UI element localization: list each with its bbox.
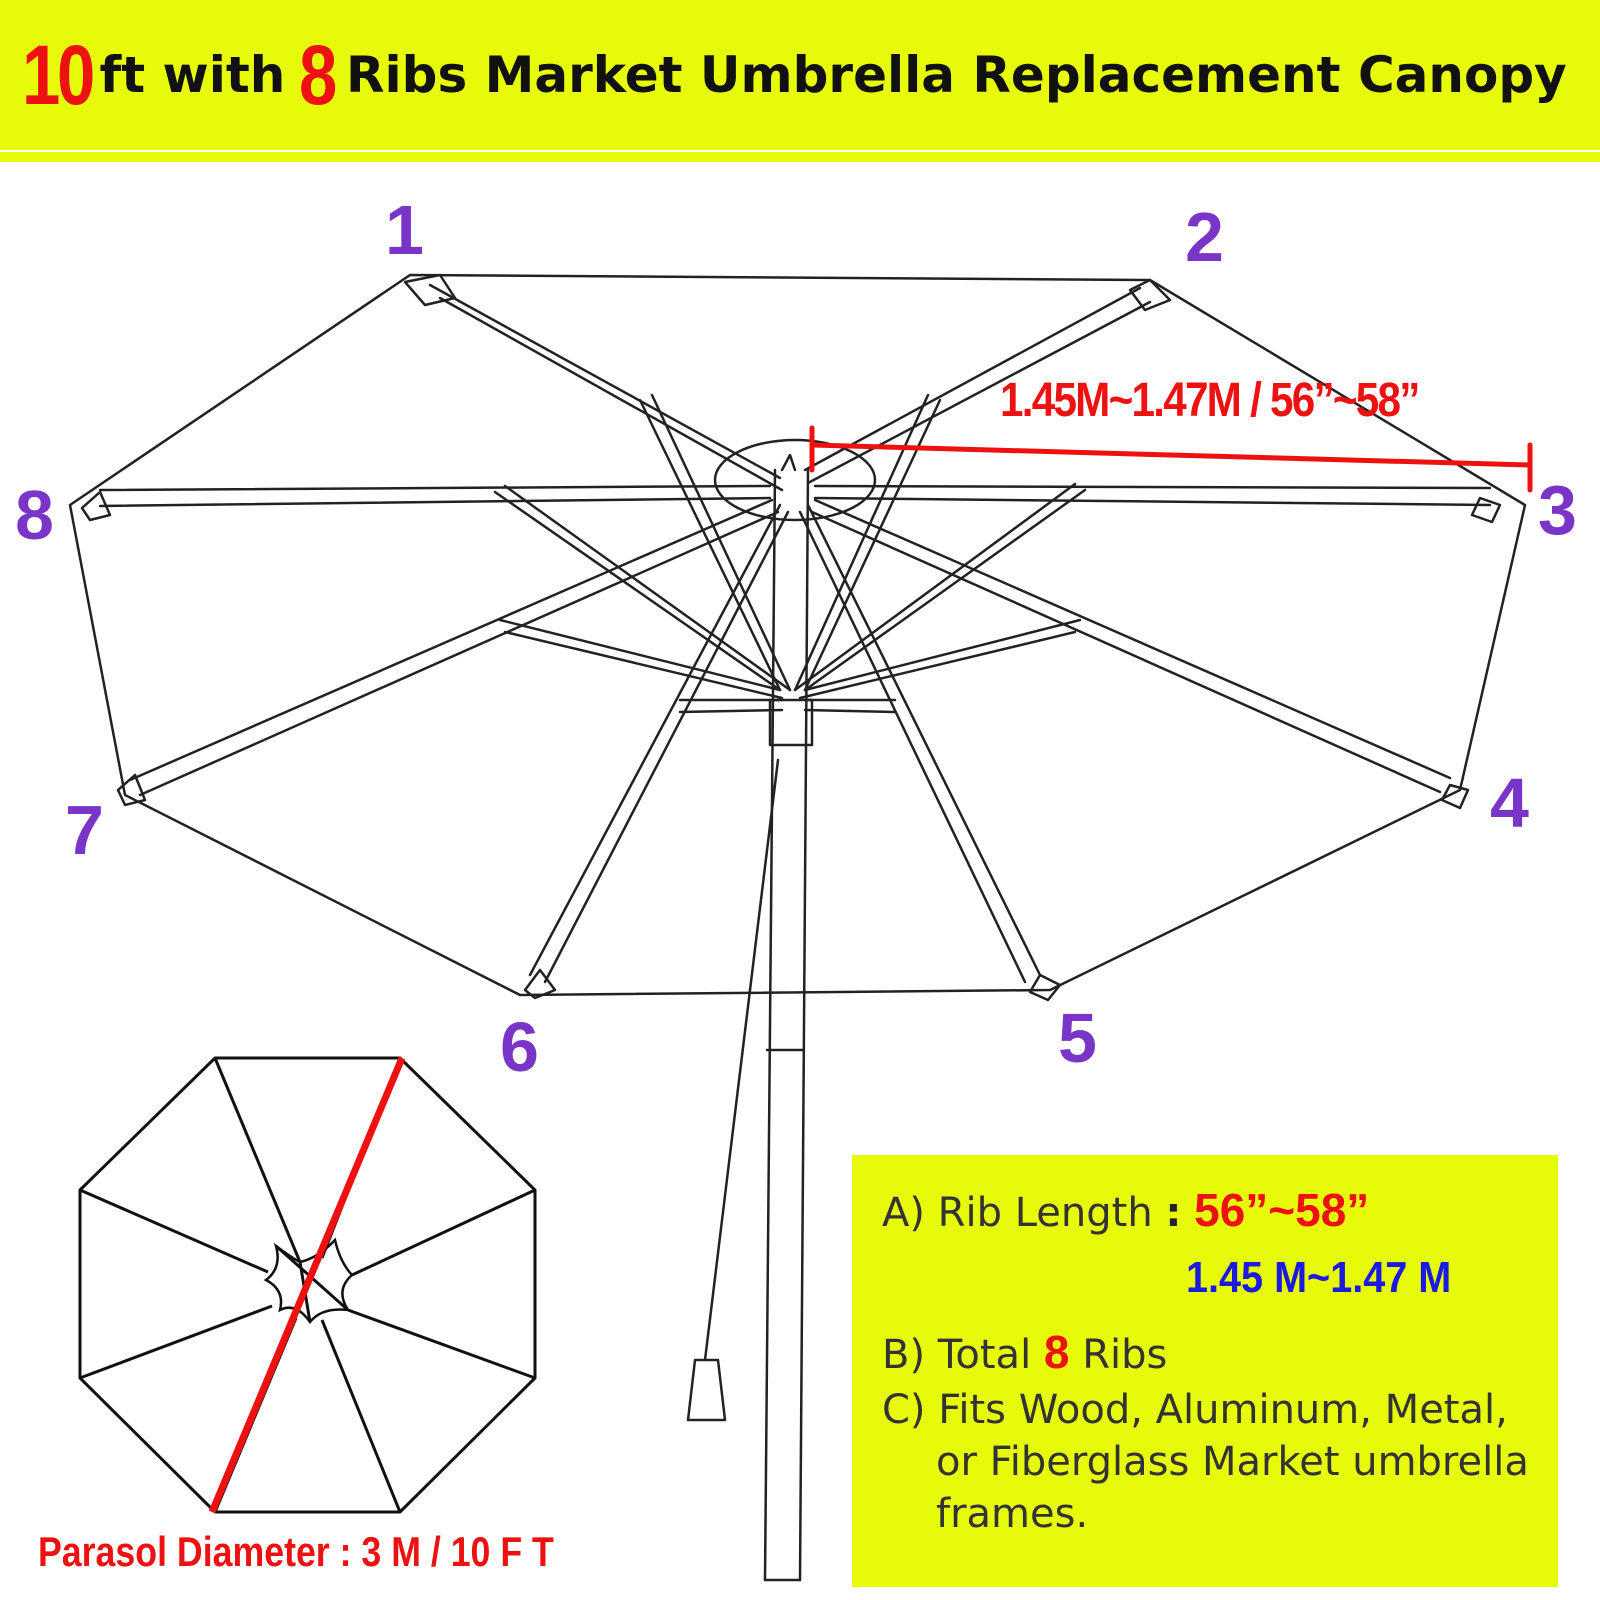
spec-b: B) Total 8 Ribs xyxy=(882,1325,1167,1379)
rib-label-6: 6 xyxy=(500,1008,539,1086)
spec-a-label: A) Rib Length xyxy=(882,1190,1153,1236)
rib-length-measure xyxy=(809,425,1533,493)
title-text-a: ft with xyxy=(99,46,286,104)
banner-divider xyxy=(0,152,1600,162)
main-ribs xyxy=(98,283,1492,984)
rib-label-8: 8 xyxy=(15,476,54,554)
rib-label-4: 4 xyxy=(1490,764,1529,842)
rib-length-label: 1.45M~1.47M / 56”~58” xyxy=(1000,374,1420,427)
spec-b-suffix: Ribs xyxy=(1082,1332,1168,1378)
rib-label-7: 7 xyxy=(65,791,104,869)
pole xyxy=(763,453,814,1582)
title-banner: 10 ft with 8 Ribs Market Umbrella Replac… xyxy=(0,0,1600,150)
title-rib-number: 8 xyxy=(299,27,337,122)
spec-a-colon: : xyxy=(1165,1190,1182,1236)
spec-c-line1: C) Fits Wood, Aluminum, Metal, xyxy=(882,1387,1508,1433)
rib-label-3: 3 xyxy=(1538,471,1577,549)
spec-a-meters: 1.45 M~1.47 M xyxy=(1186,1253,1452,1302)
spec-c-line2: or Fiberglass Market umbrella xyxy=(936,1439,1529,1485)
diameter-line xyxy=(208,1056,406,1514)
pull-cord xyxy=(686,758,780,1422)
spec-c-line3: frames. xyxy=(936,1491,1089,1537)
rib-label-5: 5 xyxy=(1058,999,1097,1077)
title-size-number: 10 xyxy=(22,27,95,122)
spec-box: A) Rib Length : 56”~58” 1.45 M~1.47 M B)… xyxy=(852,1155,1558,1587)
spec-b-number: 8 xyxy=(1043,1326,1070,1378)
spec-a-meters-row: 1.45 M~1.47 M xyxy=(1186,1253,1481,1303)
rib-label-1: 1 xyxy=(385,191,424,269)
rib-label-2: 2 xyxy=(1185,198,1224,276)
parasol-diameter-label: Parasol Diameter : 3 M / 10 F T xyxy=(38,1528,554,1575)
spec-b-prefix: B) Total xyxy=(882,1332,1032,1378)
spec-a: A) Rib Length : 56”~58” xyxy=(882,1183,1369,1237)
rib-tips xyxy=(80,273,1502,1002)
support-struts xyxy=(493,393,1087,714)
canopy-hub xyxy=(713,438,877,522)
canopy-outline xyxy=(68,273,1527,997)
spec-a-inches: 56”~58” xyxy=(1194,1184,1370,1236)
title-text-b: Ribs Market Umbrella Replacement Canopy xyxy=(346,46,1567,104)
